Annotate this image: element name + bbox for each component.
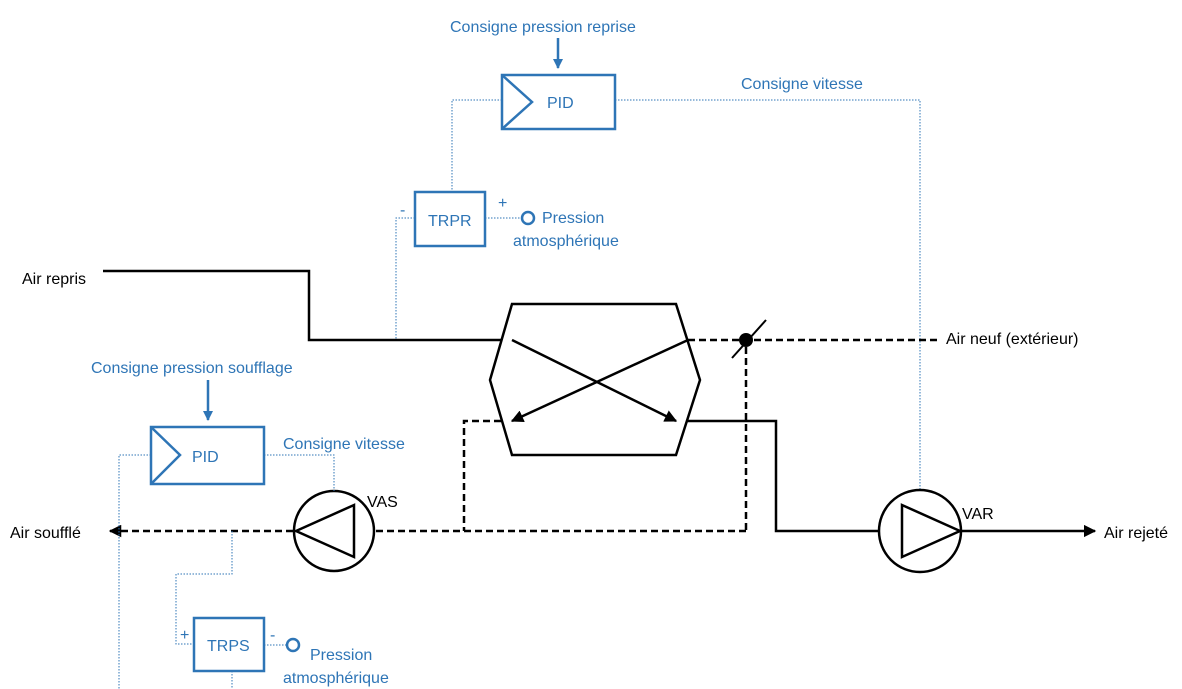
trps-duct-signal-line — [175, 531, 233, 645]
exhaust-fan-triangle — [900, 503, 964, 559]
supply-pressure-setpoint-label: Consigne pression soufflage — [91, 360, 293, 377]
exhaust-fan-label: VAR — [962, 506, 994, 523]
trpr-atm-pressure-line1: Pression — [542, 210, 604, 227]
trps-minus-sign: - — [270, 627, 275, 644]
trpr-transmitter[interactable]: TRPR — [413, 190, 487, 248]
supply-fan-triangle — [292, 503, 356, 559]
return-pid-controller[interactable]: PID — [500, 73, 617, 131]
supply-fan-label: VAS — [367, 494, 398, 511]
pid-controller-icon — [150, 426, 182, 485]
trpr-label: TRPR — [428, 213, 472, 230]
trps-label: TRPS — [207, 638, 250, 655]
pressure-port-icon — [520, 210, 536, 226]
trpr-plus-sign: + — [498, 195, 507, 212]
trps-transmitter[interactable]: TRPS — [192, 616, 266, 673]
exhaust-air-label: Air rejeté — [1104, 525, 1168, 542]
supply-speed-setpoint-label: Consigne vitesse — [283, 436, 405, 453]
return-speed-setpoint-label: Consigne vitesse — [741, 76, 863, 93]
exchanger-flow-arrow-icon — [510, 338, 689, 423]
pressure-port-icon — [285, 637, 301, 653]
return-pid-box — [500, 73, 617, 131]
trps-atm-pressure-line2: atmosphérique — [283, 670, 389, 687]
trpr-minus-sign: - — [400, 202, 405, 219]
return-pressure-setpoint-label: Consigne pression reprise — [450, 19, 636, 36]
trpr-to-pid-signal-line — [451, 99, 502, 192]
exchanger-flow-arrow-icon — [511, 338, 678, 423]
return-air-duct — [103, 269, 512, 342]
fan-icon — [292, 489, 376, 573]
trps-atm-pressure-line1: Pression — [310, 647, 372, 664]
exhaust-inlet-duct — [676, 419, 879, 533]
pid-controller-icon — [501, 74, 534, 130]
trps-to-pid-signal-line — [118, 454, 151, 689]
damper-icon — [739, 333, 753, 347]
fan-icon — [877, 488, 963, 574]
trpr-duct-signal-line — [395, 217, 415, 340]
return-air-label: Air repris — [22, 271, 86, 288]
supply-fan[interactable] — [292, 489, 376, 573]
supply-air-label: Air soufflé — [10, 525, 81, 542]
return-pid-label: PID — [547, 95, 574, 112]
trps-box — [192, 616, 266, 673]
supply-pid-controller[interactable]: PID — [149, 425, 266, 486]
supply-speed-signal-line — [264, 454, 335, 491]
heat-exchanger[interactable] — [488, 302, 702, 457]
trps-plus-sign: + — [180, 627, 189, 644]
heat-exchanger-icon — [488, 302, 702, 457]
supply-pid-box — [149, 425, 266, 486]
fresh-air-label: Air neuf (extérieur) — [946, 331, 1079, 348]
supply-inlet-duct — [462, 419, 512, 531]
trpr-box — [413, 190, 487, 248]
supply-pid-label: PID — [192, 449, 219, 466]
exhaust-fan[interactable] — [877, 488, 964, 574]
trpr-atm-pressure-line2: atmosphérique — [513, 233, 619, 250]
